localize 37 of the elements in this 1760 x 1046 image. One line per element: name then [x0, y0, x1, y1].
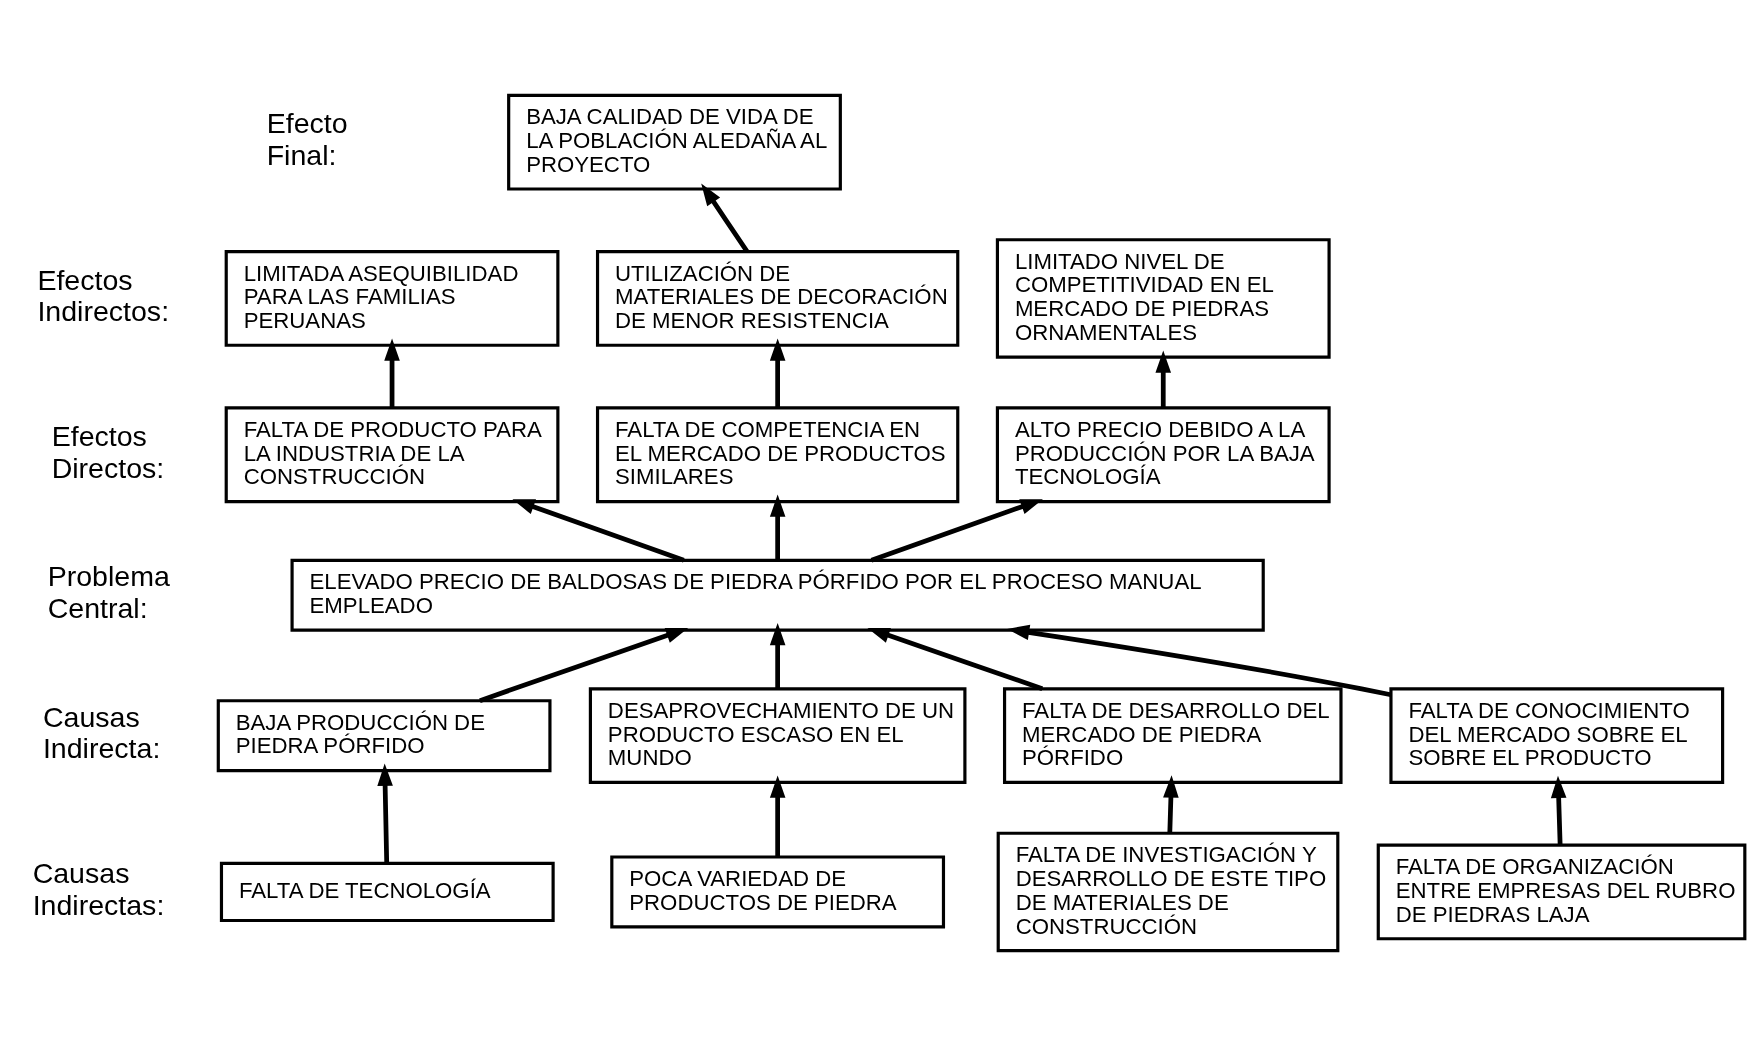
node-box: DESAPROVECHAMIENTO DE UN PRODUCTO ESCASO EN EL MUNDO	[588, 687, 967, 785]
node-box: UTILIZACIÓN DE MATERIALES DE DECORACIÓN DE MENOR RESISTENCIA	[595, 250, 960, 347]
node-box: FALTA DE CONOCIMIENTO DEL MERCADO SOBRE EL SOBRE EL PRODUCTO	[1389, 687, 1725, 785]
arrow	[870, 499, 1043, 563]
label: Efectos Indirectos:	[37, 263, 170, 328]
arrow	[384, 338, 400, 408]
arrow	[867, 627, 1044, 691]
node-box: FALTA DE DESARROLLO DEL MERCADO DE PIEDRA PÓRFIDO	[1003, 687, 1343, 785]
node-box: POCA VARIEDAD DE PRODUCTOS DE PIEDRA	[610, 855, 946, 929]
node-box: BAJA PRODUCCIÓN DE PIEDRA PÓRFIDO	[216, 699, 552, 773]
node-box: ELEVADO PRECIO DE BALDOSAS DE PIEDRA PÓRFIDO POR EL PROCESO MANUAL EMPLEADO	[290, 558, 1265, 632]
node-box: FALTA DE INVESTIGACIÓN Y DESARROLLO DE ESTE TIPO DE MATERIALES DE CONSTRUCCIÓN	[996, 831, 1340, 953]
node-box: ALTO PRECIO DEBIDO A LA PRODUCCIÓN POR LA BAJA TECNOLOGÍA	[995, 406, 1331, 504]
arrow	[479, 627, 689, 703]
node-box: FALTA DE PRODUCTO PARA LA INDUSTRIA DE LA CONSTRUCCIÓN	[224, 406, 560, 504]
label: Causas Indirecta:	[42, 700, 161, 765]
arrow	[512, 499, 685, 563]
node-box: FALTA DE ORGANIZACIÓN ENTRE EMPRESAS DEL RUBRO DE PIEDRAS LAJA	[1376, 843, 1747, 941]
label: Causas Indirectas:	[32, 857, 165, 921]
arrow	[769, 622, 786, 689]
arrow	[701, 183, 749, 253]
label: Efectos Directos:	[51, 419, 165, 484]
arrow	[769, 494, 786, 560]
arrow	[1163, 775, 1179, 833]
arrow	[1007, 624, 1392, 698]
node-box: FALTA DE TECNOLOGÍA	[219, 861, 555, 923]
node-box: FALTA DE COMPETENCIA EN EL MERCADO DE PRODUCTOS SIMILARES	[595, 406, 960, 504]
arrow	[769, 338, 786, 408]
arrow	[1155, 350, 1172, 408]
arrow	[769, 775, 786, 857]
arrow	[377, 763, 393, 864]
node-box: LIMITADA ASEQUIBILIDAD PARA LAS FAMILIAS PERUANAS	[224, 250, 560, 347]
node-box: LIMITADO NIVEL DE COMPETITIVIDAD EN EL MERCADO DE PIEDRAS ORNAMENTALES	[995, 238, 1331, 359]
label: Problema Central:	[47, 560, 170, 625]
label: Efecto Final:	[266, 107, 348, 172]
node-box: BAJA CALIDAD DE VIDA DE LA POBLACIÓN ALEDAÑA AL PROYECTO	[507, 93, 842, 191]
arrow	[1550, 775, 1567, 845]
